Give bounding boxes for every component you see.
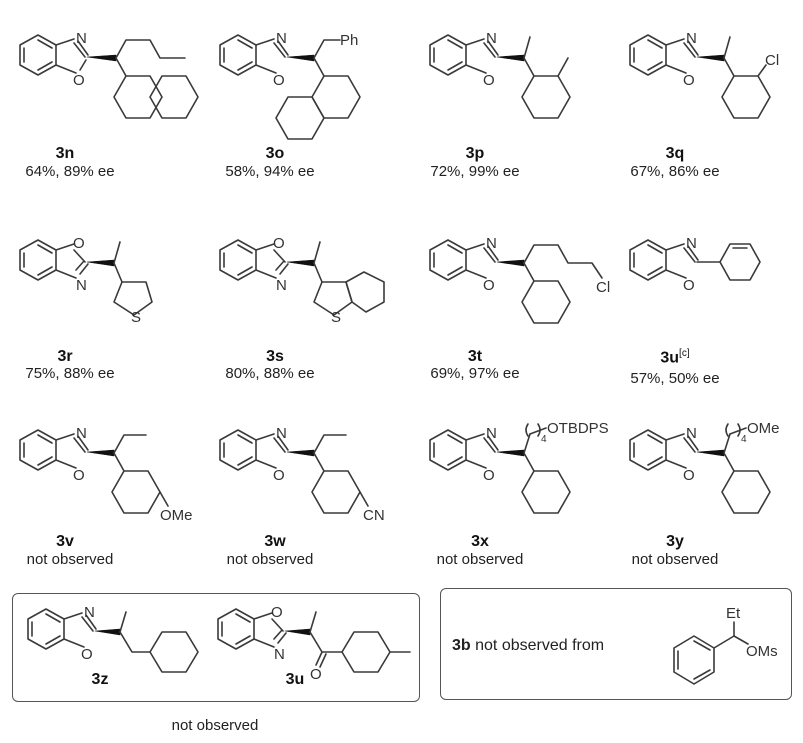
atom-o: O bbox=[73, 235, 85, 252]
compound-label: 3t bbox=[467, 348, 483, 365]
thiophene-s: S bbox=[131, 309, 141, 326]
atom-n: N bbox=[276, 277, 287, 294]
box-right-text: 3b not observed from bbox=[452, 637, 604, 655]
chain-count: 4 bbox=[541, 434, 547, 445]
structure-3t: N O Cl bbox=[429, 235, 610, 324]
compound-result: 58%, 94% ee bbox=[225, 163, 315, 180]
compound-result: 75%, 88% ee bbox=[25, 365, 115, 382]
atom-n: N bbox=[76, 425, 87, 442]
compound-result: 64%, 89% ee bbox=[25, 163, 115, 180]
compound-result: 57%, 50% ee bbox=[630, 370, 720, 387]
atom-n: N bbox=[276, 30, 287, 47]
compound-label: 3w bbox=[264, 533, 286, 550]
substituent-cn: CN bbox=[363, 507, 385, 524]
structure-3v: N O OMe bbox=[19, 425, 193, 524]
compound-label: 3s bbox=[266, 348, 284, 365]
box-left-caption: not observed bbox=[171, 717, 259, 734]
chain-count: 4 bbox=[741, 434, 747, 445]
structure-3z: N O bbox=[27, 604, 199, 673]
compound-id: 3u bbox=[660, 349, 680, 367]
atom-n: N bbox=[76, 277, 87, 294]
atom-n: N bbox=[274, 646, 285, 663]
carbonyl-o: O bbox=[310, 666, 322, 683]
atom-n: N bbox=[686, 235, 697, 252]
substituent-cl: Cl bbox=[765, 52, 779, 69]
structure-mesylate: Et OMs bbox=[673, 605, 778, 685]
atom-o: O bbox=[81, 646, 93, 663]
compound-label: 3u[c] bbox=[640, 348, 710, 367]
substituent-et: Et bbox=[726, 605, 741, 622]
compound-result: not observed bbox=[26, 551, 114, 568]
atom-n: N bbox=[486, 425, 497, 442]
compound-label: 3u bbox=[285, 671, 305, 688]
compound-label: 3r bbox=[57, 348, 73, 365]
atom-n: N bbox=[84, 604, 95, 621]
atom-o: O bbox=[273, 467, 285, 484]
atom-n: N bbox=[686, 425, 697, 442]
compound-label: 3x bbox=[471, 533, 489, 550]
structure-3n: N O bbox=[19, 30, 199, 119]
atom-o: O bbox=[683, 72, 695, 89]
structure-3u-ketone: O N O bbox=[217, 604, 411, 683]
footnote-marker: [c] bbox=[679, 348, 690, 359]
structure-3o: N O Ph bbox=[219, 30, 361, 140]
atom-n: N bbox=[276, 425, 287, 442]
benzothiophene-s: S bbox=[331, 309, 341, 326]
atom-n: N bbox=[486, 235, 497, 252]
substituent-ome: OMe bbox=[747, 420, 780, 437]
not-observed-box-right bbox=[440, 588, 792, 700]
compound-result: not observed bbox=[631, 551, 719, 568]
atom-o: O bbox=[73, 467, 85, 484]
structure-3r: O N S bbox=[19, 235, 153, 326]
structure-3y: N O 4 OMe bbox=[629, 420, 780, 514]
substituent-ome: OMe bbox=[160, 507, 193, 524]
atom-o: O bbox=[271, 604, 283, 621]
compound-result: 72%, 99% ee bbox=[430, 163, 520, 180]
structure-3s: O N S bbox=[219, 235, 385, 326]
structure-3p: N O bbox=[429, 30, 571, 119]
not-observed-box-left bbox=[12, 593, 420, 702]
structure-3x: N O 4 OTBDPS bbox=[429, 420, 609, 514]
compound-label: 3y bbox=[666, 533, 684, 550]
compound-label: 3o bbox=[265, 145, 285, 162]
compound-result: 69%, 97% ee bbox=[430, 365, 520, 382]
atom-n: N bbox=[76, 30, 87, 47]
compound-label: 3z bbox=[91, 671, 109, 688]
atom-o: O bbox=[73, 72, 85, 89]
structure-3u: N O bbox=[629, 235, 761, 294]
compound-label: 3v bbox=[56, 533, 74, 550]
atom-n: N bbox=[686, 30, 697, 47]
substituent-cl: Cl bbox=[596, 279, 610, 296]
compound-result: 80%, 88% ee bbox=[225, 365, 315, 382]
atom-o: O bbox=[273, 235, 285, 252]
atom-o: O bbox=[483, 72, 495, 89]
atom-o: O bbox=[273, 72, 285, 89]
compound-result: not observed bbox=[436, 551, 524, 568]
atom-o: O bbox=[683, 277, 695, 294]
substituent-oms: OMs bbox=[746, 643, 778, 660]
atom-o: O bbox=[683, 467, 695, 484]
compound-result: 67%, 86% ee bbox=[630, 163, 720, 180]
substituent-ph: Ph bbox=[340, 32, 358, 49]
box-right-description: not observed from bbox=[475, 637, 605, 654]
substituent-otbdps: OTBDPS bbox=[547, 420, 609, 437]
atom-n: N bbox=[486, 30, 497, 47]
atom-o: O bbox=[483, 467, 495, 484]
compound-3b: 3b bbox=[452, 637, 471, 654]
compound-label: 3q bbox=[665, 145, 685, 162]
atom-o: O bbox=[483, 277, 495, 294]
compound-label: 3n bbox=[55, 145, 75, 162]
compound-result: not observed bbox=[226, 551, 314, 568]
compound-label: 3p bbox=[465, 145, 485, 162]
structure-3w: N O CN bbox=[219, 425, 385, 524]
structure-3q: N O Cl bbox=[629, 30, 779, 119]
